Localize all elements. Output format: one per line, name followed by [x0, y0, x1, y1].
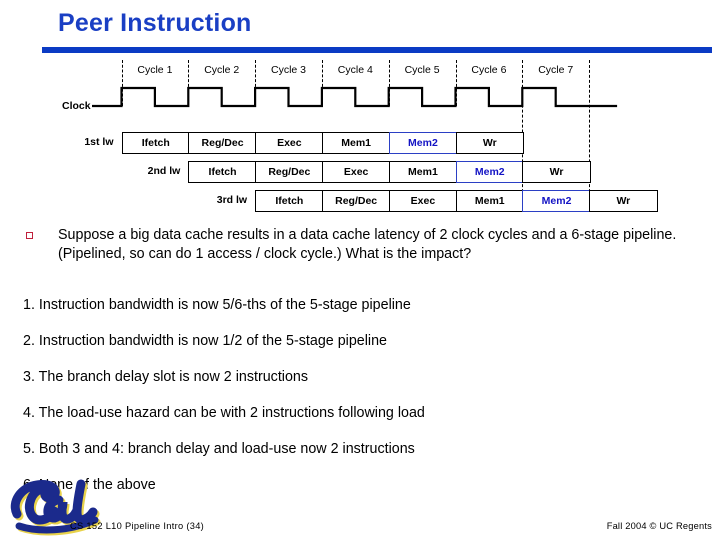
clock-label: Clock [62, 100, 91, 112]
pipeline-stage-ifetch: Ifetch [188, 161, 257, 183]
pipeline-row-label: 3rd lw [216, 194, 248, 206]
title-underline-bar [42, 47, 712, 53]
pipeline-stage-exec: Exec [321, 161, 391, 183]
question-block: Suppose a big data cache results in a da… [22, 226, 712, 263]
question-text: Suppose a big data cache results in a da… [58, 227, 677, 262]
cycle-divider [321, 60, 323, 106]
pipeline-stage-mem1: Mem1 [455, 190, 524, 212]
pipeline-stage-mem1: Mem1 [388, 161, 458, 183]
pipeline-stage-reg-dec: Reg/Dec [188, 132, 257, 154]
answer-option-3[interactable]: 3. The branch delay slot is now 2 instru… [23, 369, 309, 385]
answer-option-1[interactable]: 1. Instruction bandwidth is now 5/6-ths … [23, 297, 411, 313]
pipeline-row-label: 2nd lw [147, 165, 181, 177]
page-title: Peer Instruction [58, 9, 252, 37]
pipeline-stage-ifetch: Ifetch [121, 132, 190, 154]
cycle-label: Cycle 2 [204, 64, 240, 76]
cycle-label: Cycle 4 [337, 64, 373, 76]
cycle-divider [188, 60, 190, 106]
pipeline-stage-exec: Exec [255, 132, 324, 154]
cycle-label: Cycle 5 [404, 64, 440, 76]
cycle-divider [455, 60, 457, 106]
pipeline-timing-diagram: Cycle 1 Cycle 2 Cycle 3 Cycle 4 Cycle 5 Cycle… [0, 60, 720, 220]
pipeline-stage-mem1: Mem1 [321, 132, 391, 154]
cycle-label: Cycle 1 [137, 64, 173, 76]
cycle-label: Cycle 3 [270, 64, 306, 76]
pipeline-stage-mem2: Mem2 [388, 132, 458, 154]
answer-list: 1. Instruction bandwidth is now 5/6-ths … [23, 296, 713, 512]
pipeline-stage-wr: Wr [589, 190, 658, 212]
pipeline-stage-mem2: Mem2 [455, 161, 524, 183]
pipeline-stage-reg-dec: Reg/Dec [321, 190, 391, 212]
pipeline-stage-mem2: Mem2 [522, 190, 591, 212]
footer-right-text: Fall 2004 © UC Regents [606, 521, 712, 531]
pipeline-stage-wr: Wr [455, 132, 524, 154]
square-bullet-icon [26, 232, 33, 239]
cycle-divider [121, 60, 123, 106]
pipeline-row-label: 1st lw [84, 136, 114, 148]
cycle-divider [589, 60, 591, 212]
pipeline-stage-exec: Exec [388, 190, 458, 212]
answer-option-6[interactable]: 6. None of the above [23, 477, 156, 493]
cycle-label: Cycle 7 [538, 64, 574, 76]
footer-left-text: CS 152 L10 Pipeline Intro (34) [70, 521, 205, 531]
cycle-label: Cycle 6 [471, 64, 507, 76]
cycle-divider [255, 60, 257, 106]
answer-option-5[interactable]: 5. Both 3 and 4: branch delay and load-u… [23, 441, 415, 457]
pipeline-stage-ifetch: Ifetch [255, 190, 324, 212]
pipeline-stage-wr: Wr [522, 161, 591, 183]
pipeline-stage-reg-dec: Reg/Dec [255, 161, 324, 183]
answer-option-2[interactable]: 2. Instruction bandwidth is now 1/2 of t… [23, 333, 388, 349]
cycle-divider [388, 60, 390, 106]
cal-logo [10, 479, 101, 536]
clock-waveform [92, 86, 618, 108]
answer-option-4[interactable]: 4. The load-use hazard can be with 2 ins… [23, 405, 425, 421]
